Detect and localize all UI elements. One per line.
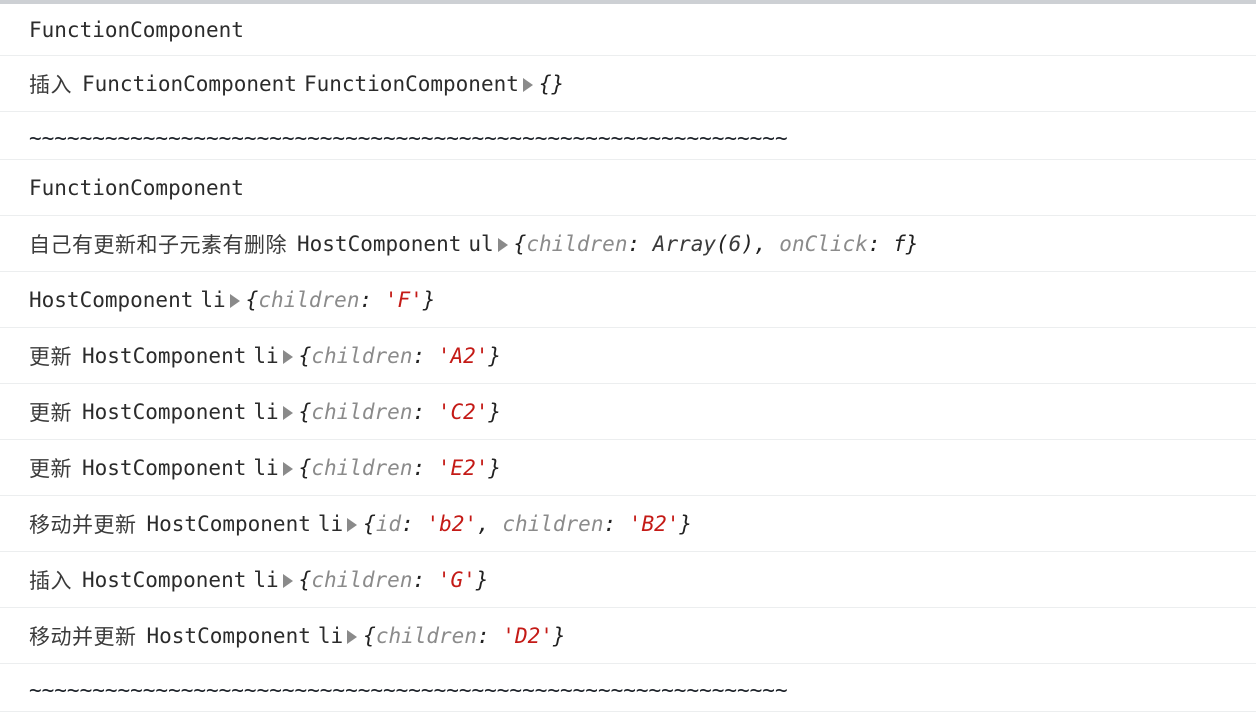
element-tag: li (253, 567, 279, 592)
disclosure-triangle-icon[interactable] (282, 349, 293, 364)
props-object-preview[interactable]: {id: 'b2', children: 'B2'} (363, 511, 693, 536)
element-tag: li (253, 343, 279, 368)
element-tag: li (317, 623, 344, 648)
disclosure-triangle-icon[interactable] (229, 293, 240, 308)
log-label: 更新 (29, 400, 72, 425)
component-type: HostComponent (82, 455, 247, 480)
separator-squiggle-row: ~~~~~~~~~~~~~~~~~~~~~~~~~~~~~~~~~~~~~~~~… (0, 664, 1256, 712)
disclosure-triangle-icon[interactable] (282, 461, 293, 476)
log-label: 插入 (29, 72, 72, 97)
disclosure-triangle-icon[interactable] (497, 237, 508, 252)
squiggle-separator: ~~~~~~~~~~~~~~~~~~~~~~~~~~~~~~~~~~~~~~~~… (29, 678, 788, 702)
disclosure-triangle-icon[interactable] (347, 629, 358, 644)
props-object-preview[interactable]: {children: 'A2'} (298, 343, 502, 368)
element-tag: li (200, 287, 226, 312)
component-type: HostComponent (82, 343, 247, 368)
element-tag: ul (468, 231, 494, 256)
component-type: HostComponent (297, 231, 462, 256)
component-type: HostComponent (146, 511, 311, 536)
props-object-preview[interactable]: {} (538, 71, 565, 96)
disclosure-triangle-icon[interactable] (522, 77, 533, 92)
log-label: 更新 (29, 456, 72, 481)
props-object-preview[interactable]: {children: 'G'} (298, 567, 489, 592)
separator-squiggle-row: ~~~~~~~~~~~~~~~~~~~~~~~~~~~~~~~~~~~~~~~~… (0, 112, 1256, 160)
element-tag: FunctionComponent (303, 71, 519, 96)
disclosure-triangle-icon[interactable] (282, 405, 293, 420)
component-type: HostComponent (146, 623, 311, 648)
log-label: 移动并更新 (29, 624, 137, 649)
top-edge-band (0, 0, 1256, 4)
console-log-row[interactable]: FunctionComponent (0, 160, 1256, 216)
component-type: FunctionComponent (82, 71, 297, 96)
props-object-preview[interactable]: {children: Array(6), onClick: f} (513, 231, 919, 256)
props-object-preview[interactable]: {children: 'D2'} (363, 623, 566, 648)
element-tag: li (253, 455, 279, 480)
squiggle-separator: ~~~~~~~~~~~~~~~~~~~~~~~~~~~~~~~~~~~~~~~~… (29, 126, 788, 150)
component-type: HostComponent (82, 399, 247, 424)
disclosure-triangle-icon[interactable] (347, 517, 358, 532)
props-object-preview[interactable]: {children: 'C2'} (298, 399, 502, 424)
log-label: 自己有更新和子元素有删除 (29, 232, 287, 257)
console-log-row[interactable]: FunctionComponent (0, 4, 1256, 56)
log-label: 插入 (29, 568, 72, 593)
component-type: FunctionComponent (29, 17, 244, 42)
log-label: 移动并更新 (29, 512, 137, 537)
element-tag: li (317, 511, 344, 536)
component-type: HostComponent (29, 287, 194, 312)
element-tag: li (253, 399, 279, 424)
log-label: 更新 (29, 344, 72, 369)
disclosure-triangle-icon[interactable] (282, 573, 293, 588)
component-type: FunctionComponent (29, 175, 244, 200)
component-type: HostComponent (82, 567, 247, 592)
props-object-preview[interactable]: {children: 'E2'} (298, 455, 502, 480)
props-object-preview[interactable]: {children: 'F'} (245, 287, 436, 312)
